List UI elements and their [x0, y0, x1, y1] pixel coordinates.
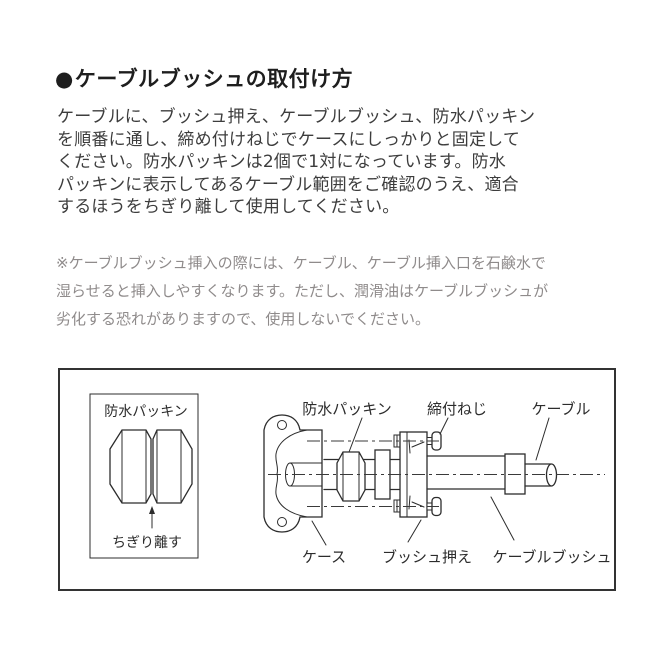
label-case: ケース: [302, 548, 346, 566]
packing-piece-left-drawing: [109, 429, 152, 504]
leader-case: [311, 520, 327, 546]
label-bush-holder: ブッシュ押え: [382, 548, 472, 566]
label-cable-bush: ケーブルブッシュ: [492, 548, 611, 566]
case-hole-top: [277, 420, 287, 430]
diagram-svg: 防水パッキン ちぎり離す: [89, 393, 612, 566]
case-drawing: [263, 414, 323, 533]
packing-piece-right-drawing: [152, 429, 193, 504]
tear-arrow-icon: [149, 506, 155, 529]
leader-cable: [535, 417, 550, 461]
label-packing: 防水パッキン: [302, 400, 392, 418]
packing-outline: [336, 451, 366, 502]
section-title-text: ケーブルブッシュの取付け方: [74, 67, 354, 91]
hole-mark-top-a: [408, 439, 411, 454]
bullet-icon: ●: [55, 67, 74, 91]
leader-packing: [348, 417, 363, 453]
instruction-paragraph: ケーブルに、ブッシュ押え、ケーブルブッシュ、防水パッキン を順番に通し、締め付け…: [57, 107, 536, 218]
caution-note: ※ケーブルブッシュ挿入の際には、ケーブル、ケーブル挿入口を石鹸水で 湿らせると挿…: [56, 254, 549, 328]
leader-cable-bush: [490, 496, 515, 541]
leader-screw: [439, 417, 449, 435]
packing-inset: 防水パッキン ちぎり離す: [89, 393, 199, 559]
case-hole-bottom: [277, 517, 287, 527]
packing-on-shaft-drawing: [336, 451, 366, 502]
section-title: ●ケーブルブッシュの取付け方: [55, 63, 353, 93]
tear-arrow-head: [149, 506, 155, 514]
label-cable: ケーブル: [531, 400, 590, 418]
inset-title: 防水パッキン: [104, 404, 188, 420]
inset-caption: ちぎり離す: [112, 534, 182, 551]
hole-mark-top-b: [411, 441, 425, 448]
packing-left-outline: [109, 429, 152, 504]
assembly-drawing: 防水パッキン 締付ねじ ケーブル ケース ブッシュ押え ケーブルブッシュ: [263, 400, 612, 566]
packing-right-outline: [152, 429, 193, 504]
installation-diagram: 防水パッキン ちぎり離す: [58, 368, 616, 591]
label-screw: 締付ねじ: [427, 400, 487, 418]
leader-bush-holder: [407, 519, 422, 543]
